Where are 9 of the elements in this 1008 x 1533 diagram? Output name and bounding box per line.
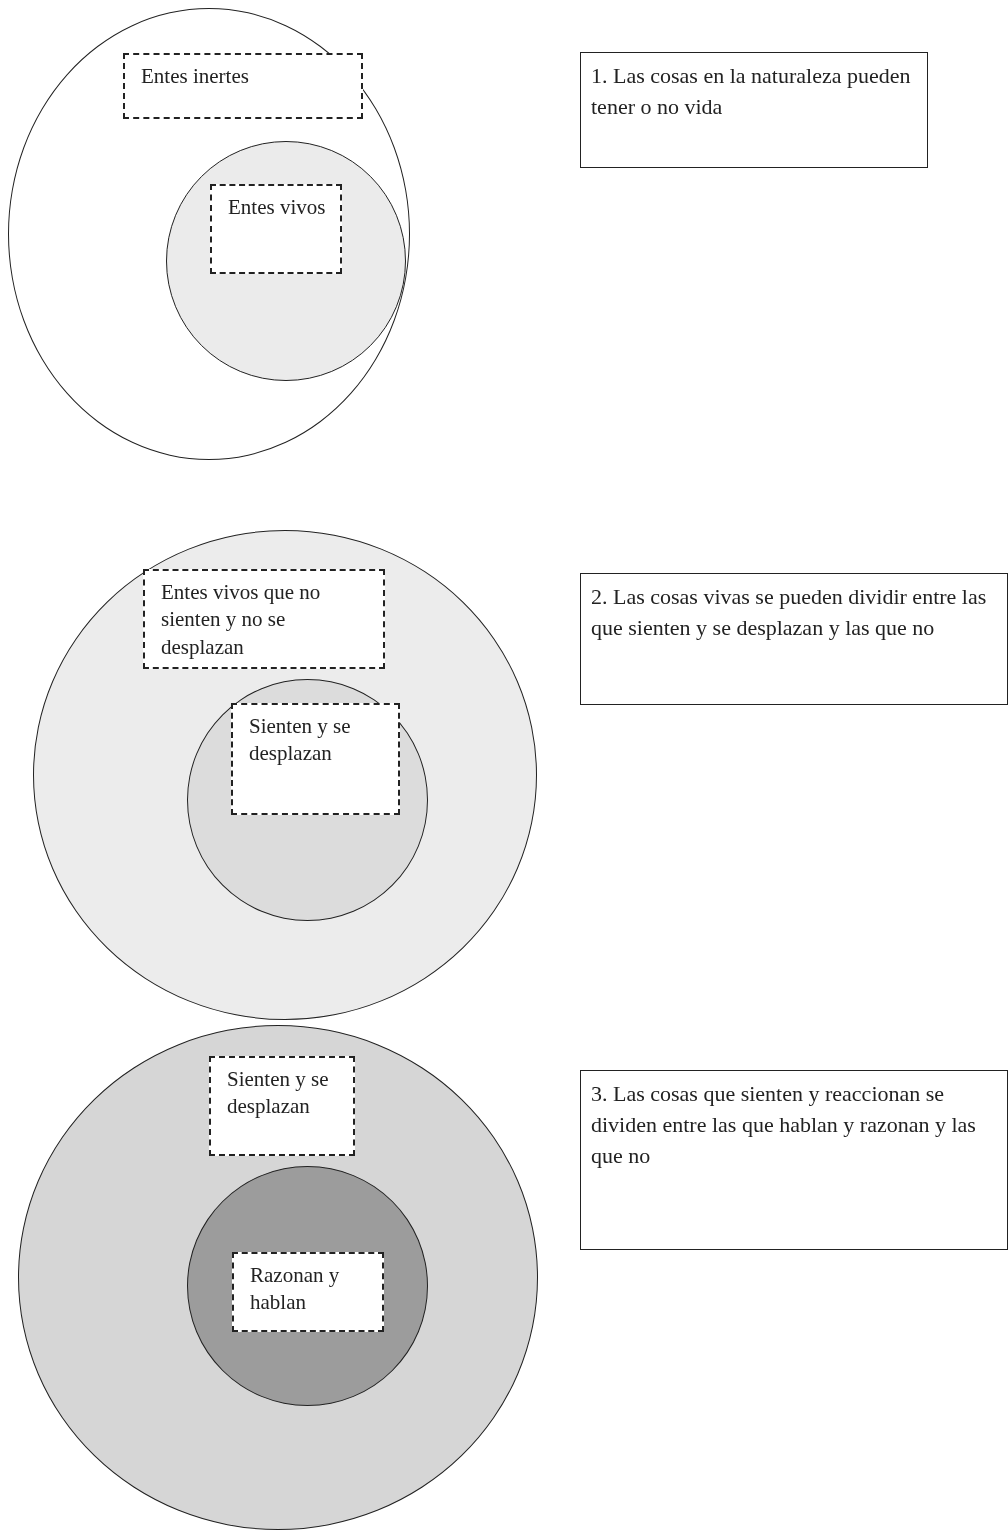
category-label: Entes inertes <box>123 53 363 119</box>
category-label: Razonan y hablan <box>232 1252 384 1332</box>
description-box: 2. Las cosas vivas se pueden dividir entre las que sienten y se desplazan y las que no <box>580 573 1008 705</box>
description-box: 3. Las cosas que sienten y reaccionan se dividen entre las que hablan y razonan y las que no <box>580 1070 1008 1250</box>
category-label: Sienten y se desplazan <box>231 703 400 815</box>
category-label: Entes vivos que no sienten y no se desplazan <box>143 569 385 669</box>
category-label: Entes vivos <box>210 184 342 274</box>
description-box: 1. Las cosas en la naturaleza pueden tener o no vida <box>580 52 928 168</box>
category-label: Sienten y se desplazan <box>209 1056 355 1156</box>
